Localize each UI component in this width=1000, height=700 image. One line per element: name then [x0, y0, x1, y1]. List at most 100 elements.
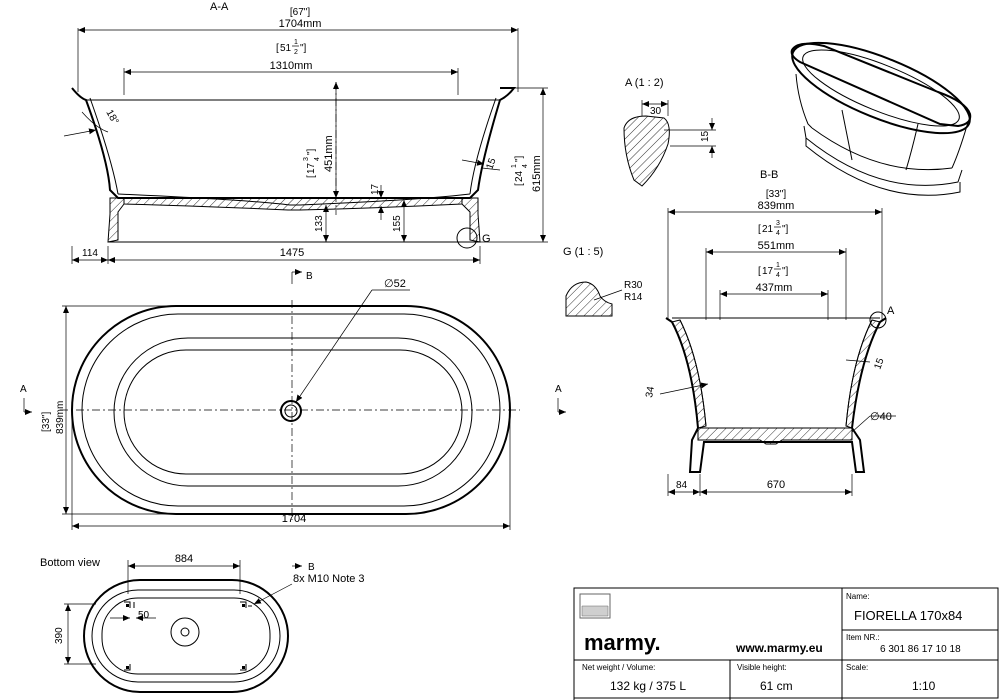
bb-low-width-in-num: 1: [776, 262, 780, 269]
scale-value: 1:10: [912, 679, 936, 693]
iso-rim: [791, 41, 971, 135]
bb-mid-width-mm: 551mm: [758, 240, 795, 252]
aa-height-mm: 615mm: [531, 155, 543, 192]
inner-length-in-close: "]: [300, 43, 307, 54]
detail-g-label: G (1 : 5): [563, 246, 603, 258]
brand-logo-icon: [579, 593, 611, 619]
aa-base-height-155: 155: [392, 215, 403, 232]
aa-depth-in-whole: 17: [306, 162, 317, 174]
cut-b-top-label: B: [306, 271, 313, 282]
top-view-basin-floor: [123, 349, 463, 475]
svg-text:"]: "]: [782, 266, 789, 277]
detail-a-height: 15: [700, 130, 711, 142]
bottom-view-label: Bottom view: [40, 557, 100, 569]
aa-base-height-133: 133: [314, 215, 325, 232]
isometric-tub-render: [790, 41, 972, 196]
drain-diameter: ∅52: [384, 278, 406, 290]
bottom-drain-boss: [170, 617, 200, 647]
bb-right-wall-section: [845, 319, 881, 429]
detail-a-width: 30: [650, 106, 662, 117]
inner-length-in-whole: 51: [280, 43, 292, 54]
drain-outer-ring: [280, 400, 302, 422]
bottom-span: 884: [175, 553, 193, 565]
bottom-drain-hole: [180, 627, 190, 637]
aa-height-in-num: 1: [511, 164, 518, 168]
bottom-inner-outline: [101, 597, 271, 675]
bottom-height: 390: [54, 627, 65, 644]
detail-g-callout-label: G: [482, 233, 491, 245]
name-label: Name:: [846, 592, 870, 601]
bb-right-wall-thickness: 15: [872, 356, 886, 371]
detail-a-label: A (1 : 2): [625, 77, 664, 89]
top-view: B ∅52 A A [33"] 839mm 1704: [20, 269, 566, 530]
overall-length-mm: 1704mm: [279, 18, 322, 30]
detail-a-rim-profile: [623, 115, 670, 187]
aa-depth-in-num: 3: [303, 157, 310, 161]
bottom-offset: 50: [138, 610, 150, 621]
inner-length-in-den: 2: [294, 49, 298, 56]
detail-g-radius-14: R14: [624, 292, 643, 303]
brand-website: www.marmy.eu: [735, 641, 823, 655]
aa-floor-section: [123, 197, 463, 211]
product-name: FIORELLA 170x84: [854, 608, 962, 623]
aa-base-length: 1475: [280, 247, 304, 259]
aa-depth-mm: 451mm: [323, 135, 335, 172]
weight-value: 132 kg / 375 L: [610, 679, 686, 693]
svg-text:"]: "]: [782, 224, 789, 235]
bb-foot-diameter: ∅40: [870, 411, 892, 423]
scale-label: Scale:: [846, 663, 868, 672]
item-number-label: Item NR.:: [846, 633, 880, 642]
detail-g-view: G (1 : 5) R30 R14: [563, 246, 643, 317]
cut-a-right-label: A: [555, 384, 562, 395]
item-number: 6 301 86 17 10 18: [880, 644, 961, 655]
aa-inner-right-wall: [469, 97, 497, 195]
bb-left-wall-thickness: 34: [644, 385, 657, 398]
drain-inner-ring: [284, 404, 298, 418]
brand-name: marmy.: [584, 630, 661, 655]
detail-a-view: A (1 : 2) 30 15: [623, 77, 716, 187]
detail-g-base-profile: [565, 281, 613, 317]
bottom-bolt-note: 8x M10 Note 3: [293, 573, 365, 585]
bb-foot-offset: 84: [676, 480, 688, 491]
aa-right-base-section: [461, 197, 481, 243]
aa-wall-angle: 18°: [103, 108, 120, 127]
bolt-markers: [124, 601, 252, 671]
bb-mid-width-in-num: 3: [776, 220, 780, 227]
detail-g-callout-circle: [456, 227, 478, 249]
aa-depth-in-den: 4: [314, 157, 321, 161]
svg-text:[: [: [758, 266, 761, 277]
weight-label: Net weight / Volume:: [582, 663, 655, 672]
inner-length-mm: 1310mm: [270, 60, 313, 72]
aa-wall-thickness: 15: [484, 156, 498, 171]
aa-tub-outer-profile: [71, 87, 517, 199]
visible-height-label: Visible height:: [737, 663, 787, 672]
detail-a-callout-circle: [869, 311, 887, 329]
title-block: marmy. www.marmy.eu Name: FIORELLA 170x8…: [573, 587, 999, 700]
inner-length-in-bracket: [: [276, 43, 279, 54]
bb-mid-width-in-whole: 21: [762, 224, 774, 235]
svg-text:"]: "]: [306, 148, 317, 155]
svg-text:"]: "]: [514, 155, 525, 162]
svg-text:[: [: [758, 224, 761, 235]
iso-inner-rim: [802, 49, 960, 127]
top-length: 1704: [282, 513, 306, 525]
aa-height-in-whole: 24: [514, 170, 525, 182]
detail-g-radius-30: R30: [624, 280, 643, 291]
cut-a-left-label: A: [20, 384, 27, 395]
aa-floor-thickness: 17: [370, 183, 381, 195]
bottom-outer-outline: [83, 579, 289, 693]
bb-top-width-in: [33"]: [766, 189, 786, 200]
section-bb-label: B-B: [760, 169, 778, 181]
aa-left-offset: 114: [82, 248, 98, 259]
svg-text:[: [: [514, 183, 525, 186]
top-width-mm: 839mm: [55, 401, 66, 434]
section-aa-label: A-A: [210, 1, 229, 13]
section-bb-view: B-B [33"] 839mm [ 21 3 4 "] 551mm [ 17 1…: [644, 169, 896, 496]
cut-b-bottom-label: B: [308, 562, 315, 573]
bb-top-width-mm: 839mm: [758, 200, 795, 212]
inner-length-in-num: 1: [294, 39, 298, 46]
section-aa-view: A-A [67"] 1704mm [ 51 1 2 "] 1310mm: [63, 1, 548, 264]
aa-height-in-den: 4: [522, 164, 529, 168]
bb-mid-width-in-den: 4: [776, 230, 780, 237]
detail-a-callout-label: A: [887, 305, 895, 317]
